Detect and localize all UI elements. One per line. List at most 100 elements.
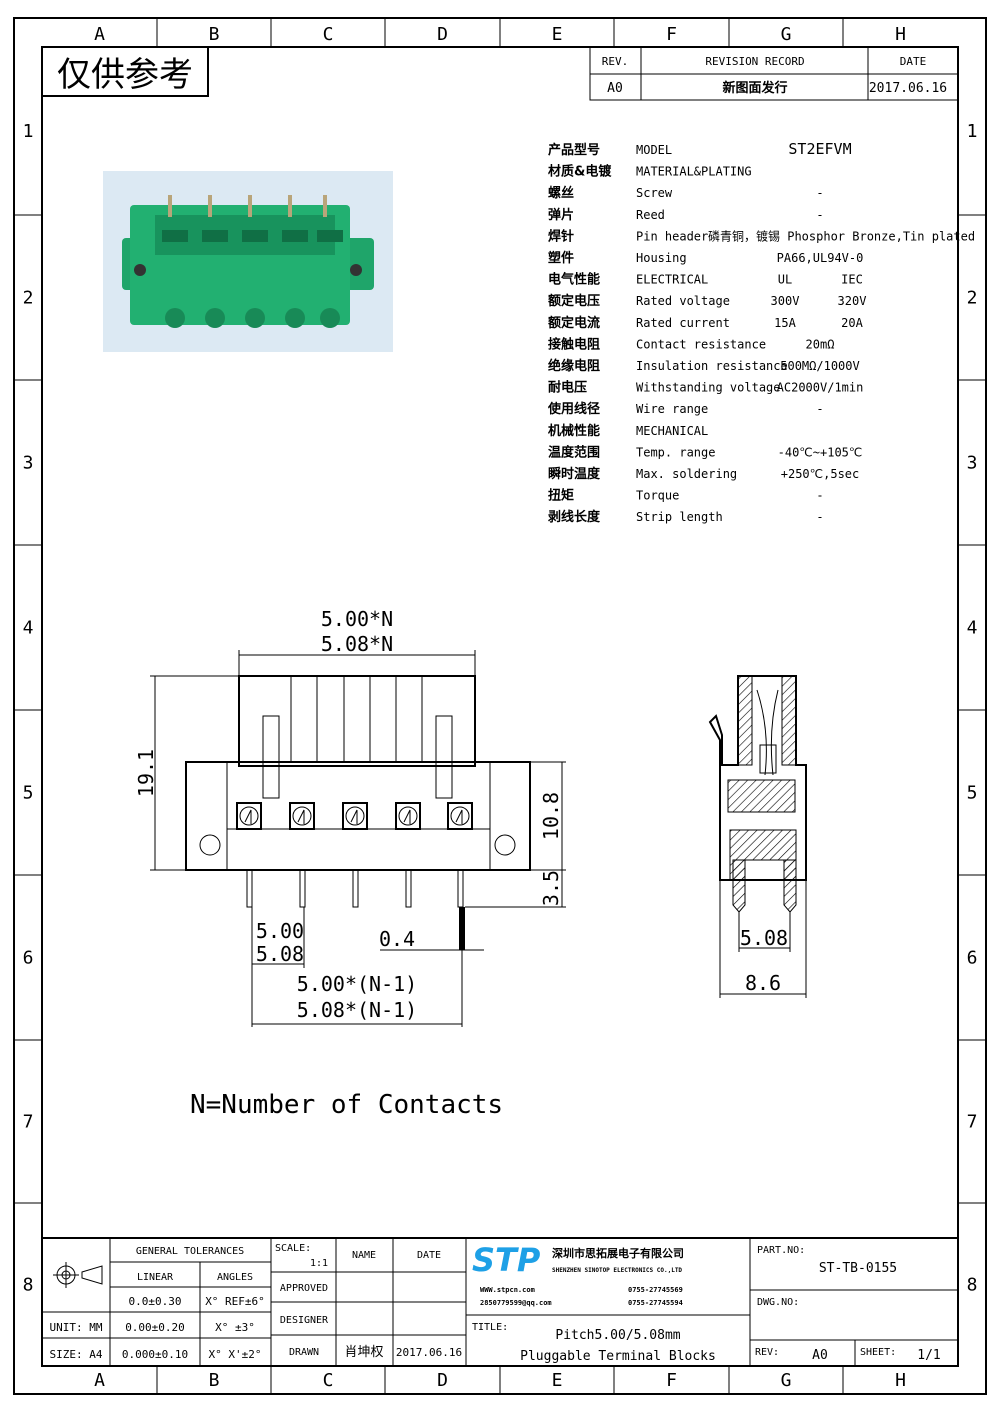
reference-only-stamp: 仅供参考	[41, 46, 209, 97]
column-marker: D	[437, 1370, 448, 1391]
column-marker: B	[209, 1370, 220, 1391]
svg-text:APPROVED: APPROVED	[280, 1283, 328, 1294]
svg-text:20A: 20A	[841, 316, 863, 330]
svg-text:5.08: 5.08	[256, 942, 304, 966]
svg-text:300V: 300V	[771, 294, 800, 308]
svg-text:REV:: REV:	[755, 1347, 779, 1358]
svg-text:A0: A0	[812, 1348, 828, 1363]
svg-text:REVISION RECORD: REVISION RECORD	[705, 55, 804, 68]
svg-text:使用线径: 使用线径	[547, 401, 600, 417]
svg-text:5.08: 5.08	[740, 926, 788, 950]
svg-text:材质&电镀: 材质&电镀	[548, 164, 612, 180]
pin	[299, 869, 306, 908]
svg-text:焊针: 焊针	[548, 228, 574, 244]
svg-text:DRAWN: DRAWN	[289, 1347, 319, 1358]
svg-text:0755-27745594: 0755-27745594	[628, 1299, 683, 1307]
svg-text:ST2EFVM: ST2EFVM	[788, 140, 851, 158]
column-marker: E	[552, 24, 563, 45]
svg-text:X° X'±2°: X° X'±2°	[209, 1348, 262, 1361]
company-logo: STP	[472, 1241, 541, 1279]
svg-text:新图面发行: 新图面发行	[722, 80, 787, 96]
svg-text:5.08*N: 5.08*N	[321, 632, 393, 656]
svg-text:5.00*(N-1): 5.00*(N-1)	[297, 972, 417, 996]
pin	[246, 869, 253, 908]
contacts-note: N=Number of Contacts	[190, 1090, 503, 1120]
row-marker: 5	[967, 783, 978, 804]
column-marker: G	[781, 1370, 792, 1391]
screw-icon	[289, 802, 315, 830]
projection-symbol-icon	[53, 1262, 103, 1288]
svg-text:SHEET:: SHEET:	[860, 1347, 896, 1358]
row-marker: 4	[967, 618, 978, 639]
svg-text:MODEL: MODEL	[636, 143, 672, 157]
svg-text:GENERAL TOLERANCES: GENERAL TOLERANCES	[136, 1246, 244, 1257]
row-marker: 4	[23, 618, 34, 639]
row-marker: 7	[967, 1112, 978, 1133]
svg-text:Insulation resistance: Insulation resistance	[636, 359, 788, 373]
svg-text:0.0±0.30: 0.0±0.30	[129, 1295, 182, 1308]
pin	[457, 869, 464, 908]
svg-text:Torque: Torque	[636, 489, 679, 503]
row-marker: 3	[967, 453, 978, 474]
svg-text:0.00±0.20: 0.00±0.20	[125, 1321, 185, 1334]
svg-text:仅供参考: 仅供参考	[57, 55, 193, 95]
row-marker: 2	[967, 288, 978, 309]
svg-text:15A: 15A	[774, 316, 796, 330]
svg-text:0755-27745569: 0755-27745569	[628, 1286, 683, 1294]
svg-text:5.00*N: 5.00*N	[321, 607, 393, 631]
spec-row: 机械性能 MECHANICAL	[548, 423, 708, 439]
svg-text:10.8: 10.8	[539, 792, 563, 840]
svg-text:温度范围: 温度范围	[548, 444, 600, 460]
column-marker: C	[323, 1370, 334, 1391]
row-marker: 6	[23, 948, 34, 969]
svg-text:Withstanding voltage: Withstanding voltage	[636, 381, 781, 395]
svg-text:Temp. range: Temp. range	[636, 445, 715, 459]
svg-text:MECHANICAL: MECHANICAL	[636, 424, 708, 438]
svg-text:Housing: Housing	[636, 251, 687, 265]
row-marker: 7	[23, 1112, 34, 1133]
svg-text:Contact resistance: Contact resistance	[636, 337, 766, 351]
svg-text:MATERIAL&PLATING: MATERIAL&PLATING	[636, 165, 752, 179]
row-marker: 8	[967, 1275, 978, 1296]
svg-text:IEC: IEC	[841, 273, 863, 287]
svg-text:STP: STP	[472, 1241, 541, 1279]
front-view-drawing: 5.00*N 5.08*N 19.1 10.8 3.5 5.00 5.08 0.…	[134, 607, 566, 1027]
row-marker: 2	[23, 288, 34, 309]
svg-text:19.1: 19.1	[134, 749, 158, 797]
svg-text:深圳市思拓展电子有限公司: 深圳市思拓展电子有限公司	[552, 1246, 684, 1260]
column-marker: G	[781, 24, 792, 45]
svg-text:5.08*(N-1): 5.08*(N-1)	[297, 998, 417, 1022]
svg-text:-: -	[816, 510, 823, 524]
svg-text:SIZE: A4: SIZE: A4	[50, 1348, 103, 1361]
row-marker: 5	[23, 783, 34, 804]
svg-text:Reed: Reed	[636, 208, 665, 222]
svg-text:Pitch5.00/5.08mm: Pitch5.00/5.08mm	[555, 1328, 680, 1343]
svg-text:Pin header: Pin header	[636, 229, 708, 243]
svg-text:2017.06.16: 2017.06.16	[396, 1346, 462, 1359]
side-view-drawing: 5.08 8.6	[708, 675, 807, 998]
svg-text:PA66,UL94V-0: PA66,UL94V-0	[777, 251, 864, 265]
svg-text:肖坤权: 肖坤权	[344, 1344, 383, 1360]
row-marker: 1	[967, 121, 978, 142]
svg-text:额定电压: 额定电压	[548, 293, 600, 309]
svg-text:Rated voltage: Rated voltage	[636, 294, 730, 308]
row-marker: 3	[23, 453, 34, 474]
svg-text:Rated current: Rated current	[636, 316, 730, 330]
screw-icon	[342, 802, 368, 830]
svg-text:机械性能: 机械性能	[548, 423, 600, 439]
column-marker: C	[323, 24, 334, 45]
svg-text:2017.06.16: 2017.06.16	[869, 81, 947, 96]
pin	[352, 869, 359, 908]
svg-text:8.6: 8.6	[745, 971, 781, 995]
column-marker: A	[94, 24, 105, 45]
svg-text:DESIGNER: DESIGNER	[280, 1315, 329, 1326]
svg-text:DATE: DATE	[417, 1250, 441, 1261]
